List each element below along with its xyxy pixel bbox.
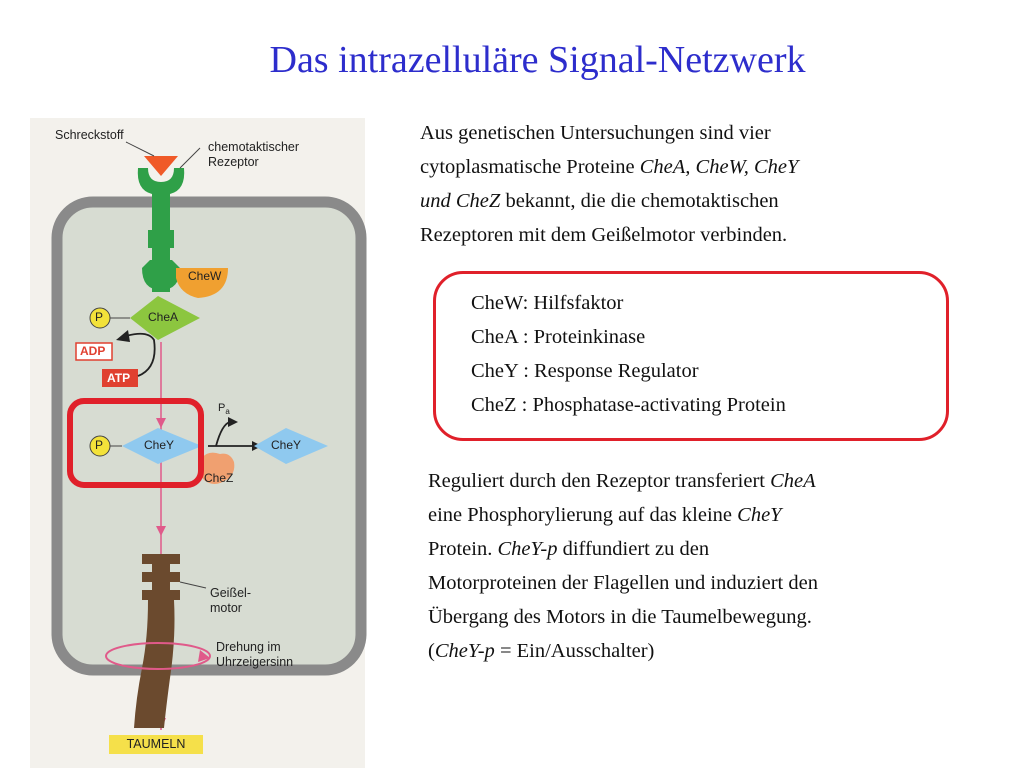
atp-box bbox=[102, 369, 138, 387]
intro-line-3: und CheZ bekannt, die die chemotaktische… bbox=[420, 184, 798, 218]
pa-branch-arrowhead bbox=[228, 417, 238, 427]
motor-ring-middle bbox=[142, 572, 180, 582]
pa-subscript: a bbox=[225, 407, 230, 417]
phosphate-label-2: P bbox=[95, 438, 104, 452]
atp-adp-arrowhead bbox=[116, 330, 130, 342]
intro-paragraph: Aus genetischen Untersuchungen sind vier… bbox=[420, 116, 798, 252]
receptor-pointer bbox=[179, 147, 201, 169]
receptor-label-line2: Rezeptor bbox=[208, 155, 259, 169]
intro-line-3-text: bekannt, die die chemotaktischen bbox=[500, 190, 779, 212]
regulation-line-6-open: ( bbox=[428, 640, 435, 662]
intro-line-2-text: cytoplasmatische Proteine bbox=[420, 156, 640, 178]
schreckstoff-ligand bbox=[144, 156, 178, 176]
intro-line-2: cytoplasmatische Proteine CheA, CheW, Ch… bbox=[420, 150, 798, 184]
regulation-line-1-protein: CheA bbox=[770, 470, 816, 492]
signal-arrow-1 bbox=[156, 418, 166, 428]
schreckstoff-pointer bbox=[125, 141, 155, 157]
receptor-head bbox=[137, 168, 185, 194]
regulation-line-3-protein: CheY-p bbox=[497, 538, 558, 560]
rotation-label-line2: Uhrzeigersinn bbox=[216, 655, 294, 669]
chew-protein bbox=[176, 268, 228, 298]
regulation-line-3: Protein. CheY-p diffundiert zu den bbox=[428, 532, 818, 566]
taumeln-label: TAUMELN bbox=[109, 735, 203, 754]
protein-item-chea: CheA : Proteinkinase bbox=[471, 326, 646, 348]
motor-ring-top bbox=[142, 554, 180, 564]
chez-label: CheZ bbox=[204, 471, 234, 485]
flagellum bbox=[134, 600, 175, 728]
protein-item-chew: CheW: Hilfsfaktor bbox=[471, 292, 624, 314]
chez-protein bbox=[199, 452, 235, 484]
motor-neck-2 bbox=[152, 582, 170, 590]
schreckstoff-label: Schreckstoff bbox=[55, 128, 124, 142]
pa-letter: P bbox=[218, 402, 226, 414]
regulation-paragraph: Reguliert durch den Rezeptor transferier… bbox=[428, 464, 818, 668]
page-title: Das intrazelluläre Signal-Netzwerk bbox=[269, 39, 806, 81]
chey-right-label: CheY bbox=[271, 438, 302, 452]
protein-item-chey: CheY : Response Regulator bbox=[471, 360, 699, 382]
rotation-ellipse bbox=[105, 642, 211, 670]
rotation-arrowhead bbox=[198, 650, 210, 662]
regulation-line-4: Motorproteinen der Flagellen und induzie… bbox=[428, 572, 818, 594]
motor-ring-bottom bbox=[142, 590, 180, 600]
protein-function-list: CheW: Hilfsfaktor CheA : Proteinkinase C… bbox=[471, 286, 786, 422]
receptor-label-line1: chemotaktischer bbox=[208, 140, 300, 154]
atp-label: ATP bbox=[107, 371, 131, 385]
intro-line-3-proteins: und CheZ bbox=[420, 190, 501, 212]
adp-label: ADP bbox=[80, 344, 106, 358]
regulation-line-5: Übergang des Motors in die Taumelbewegun… bbox=[428, 606, 812, 628]
regulation-line-2-protein: CheY bbox=[737, 504, 782, 526]
receptor-membrane-part bbox=[148, 230, 174, 248]
regulation-line-2-text: eine Phosphorylierung auf das kleine bbox=[428, 504, 738, 526]
intro-line-1: Aus genetischen Untersuchungen sind vier bbox=[420, 122, 771, 144]
chey-left-label: CheY bbox=[144, 438, 175, 452]
pa-label: Pa bbox=[218, 401, 230, 419]
regulation-line-6-text: = Ein/Ausschalter) bbox=[494, 640, 655, 662]
regulation-line-1: Reguliert durch den Rezeptor transferier… bbox=[428, 464, 818, 498]
chea-label: CheA bbox=[148, 310, 179, 324]
signal-arrow-2 bbox=[156, 526, 166, 536]
chey-right-protein bbox=[254, 428, 328, 464]
regulation-line-2: eine Phosphorylierung auf das kleine Che… bbox=[428, 498, 818, 532]
chey-left-protein bbox=[122, 428, 202, 464]
highlight-box bbox=[67, 398, 204, 488]
regulation-line-1-text: Reguliert durch den Rezeptor transferier… bbox=[428, 470, 771, 492]
regulation-line-6-protein: CheY-p bbox=[434, 640, 495, 662]
regulation-line-3-text-a: Protein. bbox=[428, 538, 498, 560]
phosphate-label-1: P bbox=[95, 310, 104, 324]
regulation-line-3-text-b: diffundiert zu den bbox=[557, 538, 710, 560]
regulation-line-6: (CheY-p = Ein/Ausschalter) bbox=[428, 634, 818, 668]
protein-item-chez: CheZ : Phosphatase-activating Protein bbox=[471, 394, 786, 416]
chew-label: CheW bbox=[188, 269, 222, 283]
receptor-foot bbox=[142, 260, 180, 290]
chemotaxis-diagram: Schreckstoff chemotaktischer Rezeptor Ch… bbox=[30, 118, 375, 768]
intro-line-4: Rezeptoren mit dem Geißelmotor verbinden… bbox=[420, 224, 788, 246]
motor-neck-1 bbox=[152, 564, 170, 572]
intro-line-2-proteins: CheA, CheW, CheY bbox=[639, 156, 799, 178]
protein-function-box bbox=[433, 271, 949, 441]
adp-box bbox=[75, 342, 113, 361]
atp-adp-arrow bbox=[125, 332, 156, 377]
chea-protein bbox=[130, 296, 200, 340]
motor-pointer bbox=[179, 581, 207, 589]
diagram-graphic bbox=[30, 118, 367, 768]
motor-label-line2: motor bbox=[210, 601, 242, 615]
motor-label-line1: Geißel- bbox=[210, 586, 251, 600]
rotation-label-line1: Drehung im bbox=[216, 640, 281, 654]
